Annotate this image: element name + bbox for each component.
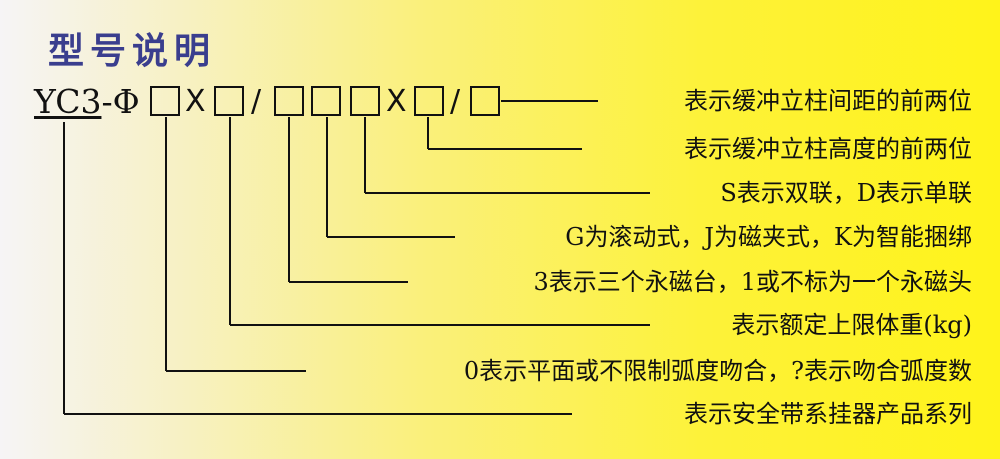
desc-height: 表示缓冲立柱高度的前两位: [684, 135, 972, 163]
code-box-height: [414, 86, 444, 116]
model-slash-2: /: [450, 84, 461, 119]
desc-series: 表示安全带系挂器产品系列: [684, 400, 972, 428]
code-box-spacing: [470, 86, 500, 116]
code-box-arc: [150, 86, 180, 116]
desc-arc: 0表示平面或不限制弧度吻合，?表示吻合弧度数: [463, 357, 972, 385]
model-slash-1: /: [251, 84, 262, 119]
code-box-type: [311, 86, 341, 116]
diagram-title: 型号说明: [48, 30, 217, 72]
desc-mechanism: G为滚动式，J为磁夹式，K为智能捆绑: [565, 223, 972, 251]
code-box-weight: [214, 86, 244, 116]
code-box-magnet-count: [274, 86, 304, 116]
desc-link-type: S表示双联，D表示单联: [720, 179, 972, 207]
model-code: YC3-Φ: [34, 82, 140, 122]
desc-magnet-count: 3表示三个永磁台，1或不标为一个永磁头: [533, 268, 972, 296]
model-x-1: X: [185, 84, 206, 119]
model-phi: Φ: [112, 82, 140, 121]
model-prefix: YC3: [34, 82, 102, 121]
code-box-link: [350, 86, 380, 116]
model-x-2: X: [386, 84, 407, 119]
desc-spacing: 表示缓冲立柱间距的前两位: [684, 87, 972, 115]
model-dash: -: [101, 82, 113, 121]
desc-weight: 表示额定上限体重(kg): [731, 311, 972, 339]
